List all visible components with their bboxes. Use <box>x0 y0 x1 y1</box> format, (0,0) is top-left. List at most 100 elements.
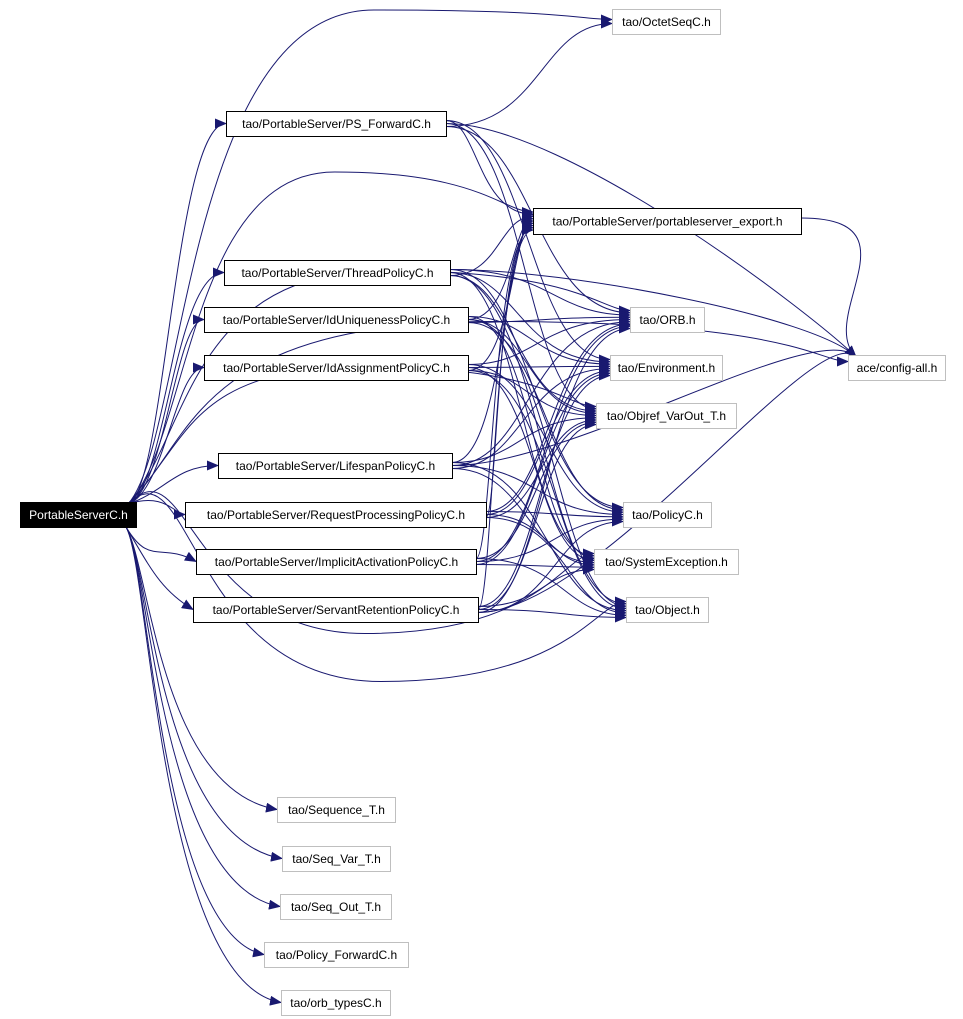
edge-thread-to-orb <box>449 269 631 320</box>
edge-reqproc-to-object <box>485 517 627 618</box>
edge-root-to-polfwd <box>125 526 265 958</box>
node-implicit[interactable]: tao/PortableServer/ImplicitActivationPol… <box>196 549 477 575</box>
node-box-seqout <box>280 894 392 920</box>
edge-root-to-orbtypes <box>125 526 282 1006</box>
node-box-config <box>848 355 946 381</box>
node-box-polfwd <box>264 942 409 968</box>
node-label-octet: tao/OctetSeqC.h <box>622 15 711 29</box>
node-box-seqvar <box>282 846 391 872</box>
node-box-implicit <box>196 549 477 575</box>
node-label-env: tao/Environment.h <box>618 361 715 375</box>
edge-psfwd-to-psexp <box>445 120 534 220</box>
edge-psfwd-to-octet <box>445 18 613 127</box>
edge-idassign-to-orb <box>467 314 631 365</box>
node-box-reqproc <box>185 502 487 528</box>
node-seqout: tao/Seq_Out_T.h <box>280 894 392 920</box>
edge-lifespan-to-objref <box>451 412 597 463</box>
edge-servant-to-psexp <box>477 225 534 610</box>
edge-root-to-iduniq <box>127 314 205 505</box>
node-label-policyc: tao/PolicyC.h <box>632 508 703 522</box>
node-label-idassign: tao/PortableServer/IdAssignmentPolicyC.h <box>223 361 450 375</box>
node-label-implicit: tao/PortableServer/ImplicitActivationPol… <box>215 555 458 569</box>
node-iduniq[interactable]: tao/PortableServer/IdUniquenessPolicyC.h <box>204 307 469 333</box>
edge-lifespan-to-object <box>451 462 627 616</box>
node-box-orb <box>630 307 705 333</box>
node-config: ace/config-all.h <box>848 355 946 381</box>
edge-thread-to-config <box>449 269 857 358</box>
node-objref: tao/Objref_VarOut_T.h <box>596 403 737 429</box>
node-label-reqproc: tao/PortableServer/RequestProcessingPoli… <box>207 508 465 522</box>
node-label-object: tao/Object.h <box>635 603 700 617</box>
node-box-idassign <box>204 355 469 381</box>
edge-lifespan-to-orb <box>451 316 631 466</box>
node-box-lifespan <box>218 453 453 479</box>
node-psexp[interactable]: tao/PortableServer/portableserver_export… <box>533 208 802 235</box>
node-label-seqvar: tao/Seq_Var_T.h <box>292 852 381 866</box>
node-octet: tao/OctetSeqC.h <box>612 9 721 35</box>
node-box-iduniq <box>204 307 469 333</box>
edge-reqproc-to-objref <box>485 415 597 518</box>
edge-root-to-seqvar <box>125 526 283 862</box>
edge-thread-to-object <box>449 275 627 609</box>
node-label-root: PortableServerC.h <box>29 508 128 522</box>
edge-implicit-to-env <box>475 368 611 565</box>
node-orbtypes: tao/orb_typesC.h <box>281 990 391 1016</box>
dependency-edges <box>125 9 862 1006</box>
edge-root-to-servant <box>125 526 194 611</box>
node-policyc: tao/PolicyC.h <box>623 502 712 528</box>
node-polfwd: tao/Policy_ForwardC.h <box>264 942 409 968</box>
node-label-orbtypes: tao/orb_typesC.h <box>290 996 381 1010</box>
node-label-psexp: tao/PortableServer/portableserver_export… <box>552 215 782 229</box>
edge-root-to-seqt <box>125 526 278 813</box>
edge-reqproc-to-policyc <box>485 511 624 522</box>
node-label-seqout: tao/Seq_Out_T.h <box>291 900 381 914</box>
edge-servant-to-object <box>477 609 627 623</box>
edge-implicit-to-objref <box>475 417 597 559</box>
node-box-psexp <box>533 208 802 235</box>
edge-root-to-implicit <box>125 526 197 562</box>
edge-root-to-psexp <box>127 171 534 505</box>
node-object: tao/Object.h <box>626 597 709 623</box>
edge-servant-to-sysexc <box>477 564 595 607</box>
node-reqproc[interactable]: tao/PortableServer/RequestProcessingPoli… <box>185 502 487 528</box>
node-sysexc: tao/SystemException.h <box>594 549 739 575</box>
edge-reqproc-to-sysexc <box>485 514 595 570</box>
edge-idassign-to-policyc <box>467 364 624 518</box>
node-label-psfwd: tao/PortableServer/PS_ForwardC.h <box>242 117 431 131</box>
edge-root-to-sysexc <box>127 491 595 635</box>
node-box-sysexc <box>594 549 739 575</box>
node-label-sysexc: tao/SystemException.h <box>605 555 728 569</box>
edge-reqproc-to-orb <box>485 319 631 512</box>
edge-lifespan-to-config <box>451 345 857 466</box>
node-label-lifespan: tao/PortableServer/LifespanPolicyC.h <box>236 459 435 473</box>
edge-iduniq-to-objref <box>467 319 597 419</box>
edge-implicit-to-object <box>475 558 627 621</box>
edge-servant-to-config <box>477 345 857 613</box>
edge-servant-to-env <box>477 370 611 607</box>
node-psfwd[interactable]: tao/PortableServer/PS_ForwardC.h <box>226 111 447 137</box>
node-servant[interactable]: tao/PortableServer/ServantRetentionPolic… <box>193 597 479 623</box>
edge-root-to-config <box>127 320 849 505</box>
edge-implicit-to-psexp <box>475 222 534 559</box>
edge-thread-to-objref <box>449 275 597 416</box>
node-thread[interactable]: tao/PortableServer/ThreadPolicyC.h <box>224 260 451 286</box>
node-box-orbtypes <box>281 990 391 1016</box>
edge-idassign-to-object <box>467 370 627 614</box>
node-idassign[interactable]: tao/PortableServer/IdAssignmentPolicyC.h <box>204 355 469 381</box>
edge-root-to-octet <box>127 9 613 505</box>
node-lifespan[interactable]: tao/PortableServer/LifespanPolicyC.h <box>218 453 453 479</box>
edge-root-to-psfwd <box>127 118 227 505</box>
node-box-seqt <box>277 797 396 823</box>
node-label-objref: tao/Objref_VarOut_T.h <box>607 409 726 423</box>
node-root[interactable]: PortableServerC.h <box>20 502 137 528</box>
node-label-servant: tao/PortableServer/ServantRetentionPolic… <box>213 603 460 617</box>
edge-thread-to-sysexc <box>449 272 595 561</box>
node-box-objref <box>596 403 737 429</box>
node-label-config: ace/config-all.h <box>857 361 938 375</box>
node-box-psfwd <box>226 111 447 137</box>
edge-servant-to-orb <box>477 323 631 613</box>
edge-root-to-seqout <box>125 526 281 910</box>
edge-implicit-to-sysexc <box>475 562 595 573</box>
node-label-orb: tao/ORB.h <box>639 313 695 327</box>
